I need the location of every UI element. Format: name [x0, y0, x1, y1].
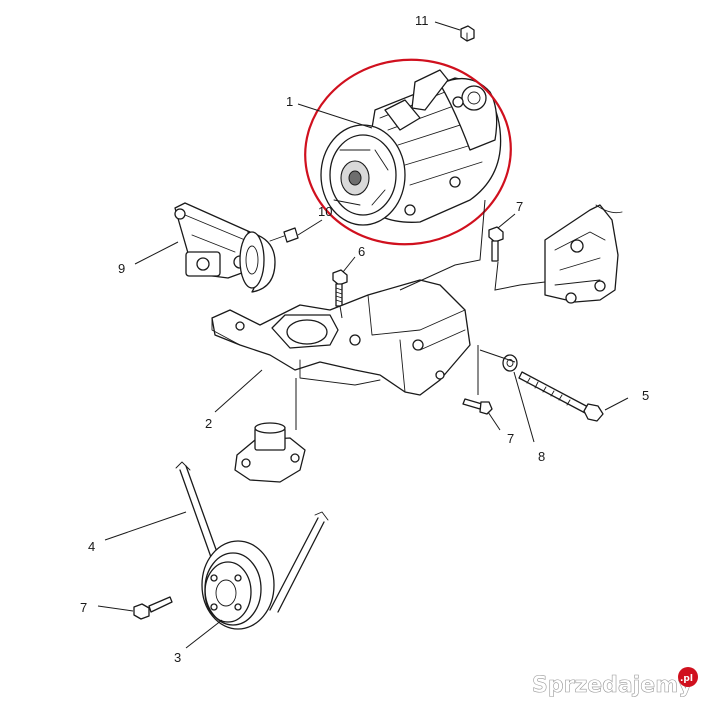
callout-7-middle: 7: [507, 431, 514, 446]
belt-part-4: [175, 461, 329, 613]
callout-8: 8: [538, 449, 545, 464]
watermark-brand: Sprzedajemy: [532, 673, 693, 698]
callout-labels: 11 1 10 7 9 6 5 2 7 8 4 7 3: [80, 13, 649, 665]
callout-1: 1: [286, 94, 293, 109]
callout-3: 3: [174, 650, 181, 665]
outlet-fitting: [234, 422, 306, 483]
pulley-part-3: [201, 540, 275, 630]
callout-10: 10: [318, 204, 332, 219]
callout-2: 2: [205, 416, 212, 431]
callout-7-upper: 7: [516, 199, 523, 214]
bolt-part-7-upper: [488, 226, 504, 262]
bolt-part-5: [518, 371, 604, 422]
tensioner-part-10: [239, 227, 299, 293]
callout-9: 9: [118, 261, 125, 276]
callout-7-lower: 7: [80, 600, 87, 615]
callout-leaders: [97, 21, 629, 649]
mounting-bracket-part-2: [211, 279, 471, 396]
bolt-part-7-lower: [133, 596, 173, 620]
watermark-badge-icon: [678, 667, 698, 687]
callout-11: 11: [415, 13, 429, 28]
compressor-part-1: [320, 69, 502, 226]
bolt-part-7-middle: [462, 398, 493, 415]
highlight-ring: [304, 58, 512, 246]
callout-4: 4: [88, 539, 95, 554]
washer-part-8: [502, 354, 518, 372]
callout-5: 5: [642, 388, 649, 403]
watermark-logo: Sprzedajemy .pl: [532, 667, 698, 698]
assembly-lines: [295, 199, 546, 430]
bolt-part-6: [332, 269, 348, 307]
engine-block-fragment: [544, 204, 623, 304]
watermark-badge-text: .pl: [680, 674, 693, 684]
nut-part-11: [460, 25, 475, 42]
callout-6: 6: [358, 244, 365, 259]
